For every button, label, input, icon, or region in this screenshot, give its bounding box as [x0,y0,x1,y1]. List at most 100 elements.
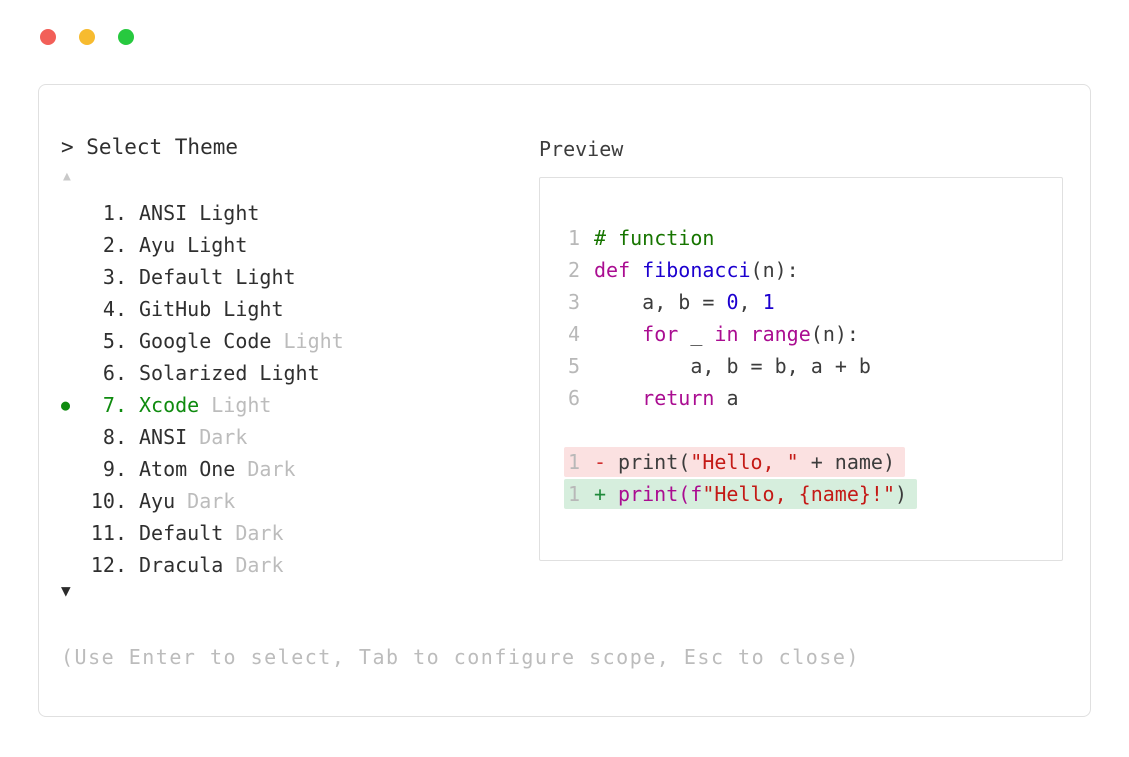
line-number: 5 [568,354,581,378]
diff-line-added: 1+print(f"Hello, {name}!") [564,478,1062,510]
line-number: 4 [568,322,581,346]
theme-variant: Dark [223,553,284,577]
keyboard-hint: (Use Enter to select, Tab to configure s… [61,645,860,669]
line-number: 1 [568,450,581,474]
item-number: 2. [102,233,127,257]
item-number: 3. [102,265,127,289]
theme-name: Xcode [139,393,200,417]
code-token: 0 [726,290,739,314]
theme-item-ansi-light[interactable]: 1. ANSI Light [61,197,344,229]
item-number: 4. [102,297,127,321]
code-line-content: 1 # function [564,223,724,253]
theme-item-atom-one[interactable]: 9. Atom One Dark [61,453,344,485]
code-token: print( [618,450,691,474]
code-token: "Hello, " [690,450,799,474]
scroll-up-icon[interactable]: ▲ [63,169,71,184]
code-token: "Hello, {name}!" [702,482,895,506]
line-number: 1 [568,226,581,250]
code-token: def [594,258,643,282]
theme-name: ANSI [139,425,188,449]
code-token: return [642,386,715,410]
theme-variant: Light [199,393,272,417]
code-token: a, b = [594,290,727,314]
theme-item-github-light[interactable]: 4. GitHub Light [61,293,344,325]
theme-list: 1. ANSI Light 2. Ayu Light 3. Default Light 4.… [61,197,344,581]
code-token: range [750,322,811,346]
code-line-blank [564,414,1062,446]
code-line: 6 return a [564,382,1062,414]
item-number: 7. [102,393,127,417]
theme-item-default-light[interactable]: 3. Default Light [61,261,344,293]
code-token: a [714,386,739,410]
code-token: _ [678,322,715,346]
code-token: 1 [762,290,775,314]
theme-variant: Light [271,329,344,353]
code-line: 3 a, b = 0, 1 [564,286,1062,318]
theme-variant: Dark [235,457,296,481]
item-number: 10. [90,489,127,513]
code-token: fibonacci [642,258,751,282]
diff-sign: - [594,450,607,474]
theme-name: ANSI Light [139,201,260,225]
theme-item-ayu-light[interactable]: 2. Ayu Light [61,229,344,261]
theme-picker-panel: > Select Theme ▲ 1. ANSI Light 2. Ayu Light… [38,84,1091,717]
code-token: # function [594,226,715,250]
code-token: in [714,322,739,346]
diff-line-removed: 1-print("Hello, " + name) [564,446,1062,478]
item-number: 11. [90,521,127,545]
code-line-content: 1+print(f"Hello, {name}!") [564,479,918,509]
theme-variant: Dark [223,521,284,545]
code-token [594,386,642,410]
item-number: 1. [102,201,127,225]
code-token: a, b = b, a + b [594,354,871,378]
item-number: 9. [102,457,127,481]
line-number: 6 [568,386,581,410]
item-number: 5. [102,329,127,353]
code-token: , [738,290,763,314]
theme-item-google-code[interactable]: 5. Google Code Light [61,325,344,357]
close-button[interactable] [40,29,56,45]
code-line-content: 4 for _ in range(n): [564,319,869,349]
theme-item-dracula[interactable]: 12.Dracula Dark [61,549,344,581]
theme-name: Solarized Light [139,361,320,385]
theme-variant: Dark [187,425,248,449]
theme-name: Atom One [139,457,236,481]
code-line: 4 for _ in range(n): [564,318,1062,350]
maximize-button[interactable] [118,29,134,45]
item-number: 12. [90,553,127,577]
theme-variant: Dark [175,489,236,513]
theme-item-ansi[interactable]: 8. ANSI Dark [61,421,344,453]
theme-name: Ayu [139,489,176,513]
line-number: 2 [568,258,581,282]
theme-name: Google Code [139,329,272,353]
code-token: ) [895,482,908,506]
code-token [594,322,642,346]
code-line-content: 5 a, b = b, a + b [564,351,881,381]
window-controls [40,29,134,45]
theme-name: Ayu Light [139,233,248,257]
theme-item-solarized-light[interactable]: 6. Solarized Light [61,357,344,389]
code-line-content: 1-print("Hello, " + name) [564,447,905,477]
line-number: 3 [568,290,581,314]
code-token [739,322,751,346]
theme-item-default[interactable]: 11. Default Dark [61,517,344,549]
item-number: 6. [102,361,127,385]
code-line: 1 # function [564,222,1062,254]
code-line: 5 a, b = b, a + b [564,350,1062,382]
theme-item-ayu[interactable]: 10. Ayu Dark [61,485,344,517]
scroll-down-icon[interactable]: ▼ [61,581,71,600]
selected-bullet-icon: ● [61,396,71,414]
minimize-button[interactable] [79,29,95,45]
theme-name: Default [139,521,224,545]
select-theme-prompt: > Select Theme [61,135,239,159]
theme-name: Default Light [139,265,296,289]
theme-item-xcode[interactable]: ● 7. Xcode Light [61,389,344,421]
theme-name: GitHub Light [139,297,284,321]
item-number: 8. [102,425,127,449]
code-token: for [642,322,679,346]
line-number: 1 [568,482,581,506]
